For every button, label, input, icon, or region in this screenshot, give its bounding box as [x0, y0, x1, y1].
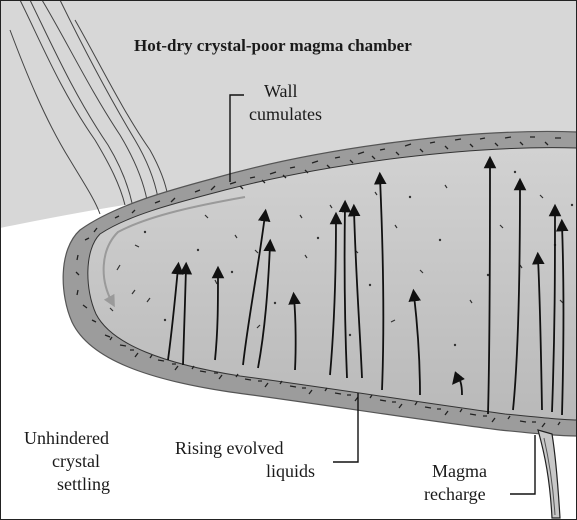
label-recharge-line2: recharge [424, 483, 486, 505]
label-settling-line2: crystal [52, 450, 100, 472]
label-rising-line2: liquids [266, 460, 315, 482]
label-recharge-line1: Magma [432, 460, 487, 482]
label-wall-cumulates-line1: Wall [264, 80, 298, 102]
diagram-title: Hot-dry crystal-poor magma chamber [134, 35, 412, 57]
label-wall-cumulates-line2: cumulates [249, 103, 322, 125]
label-rising-line1: Rising evolved [175, 437, 284, 459]
label-settling-line1: Unhindered [24, 427, 109, 449]
label-settling-line3: settling [57, 473, 110, 495]
